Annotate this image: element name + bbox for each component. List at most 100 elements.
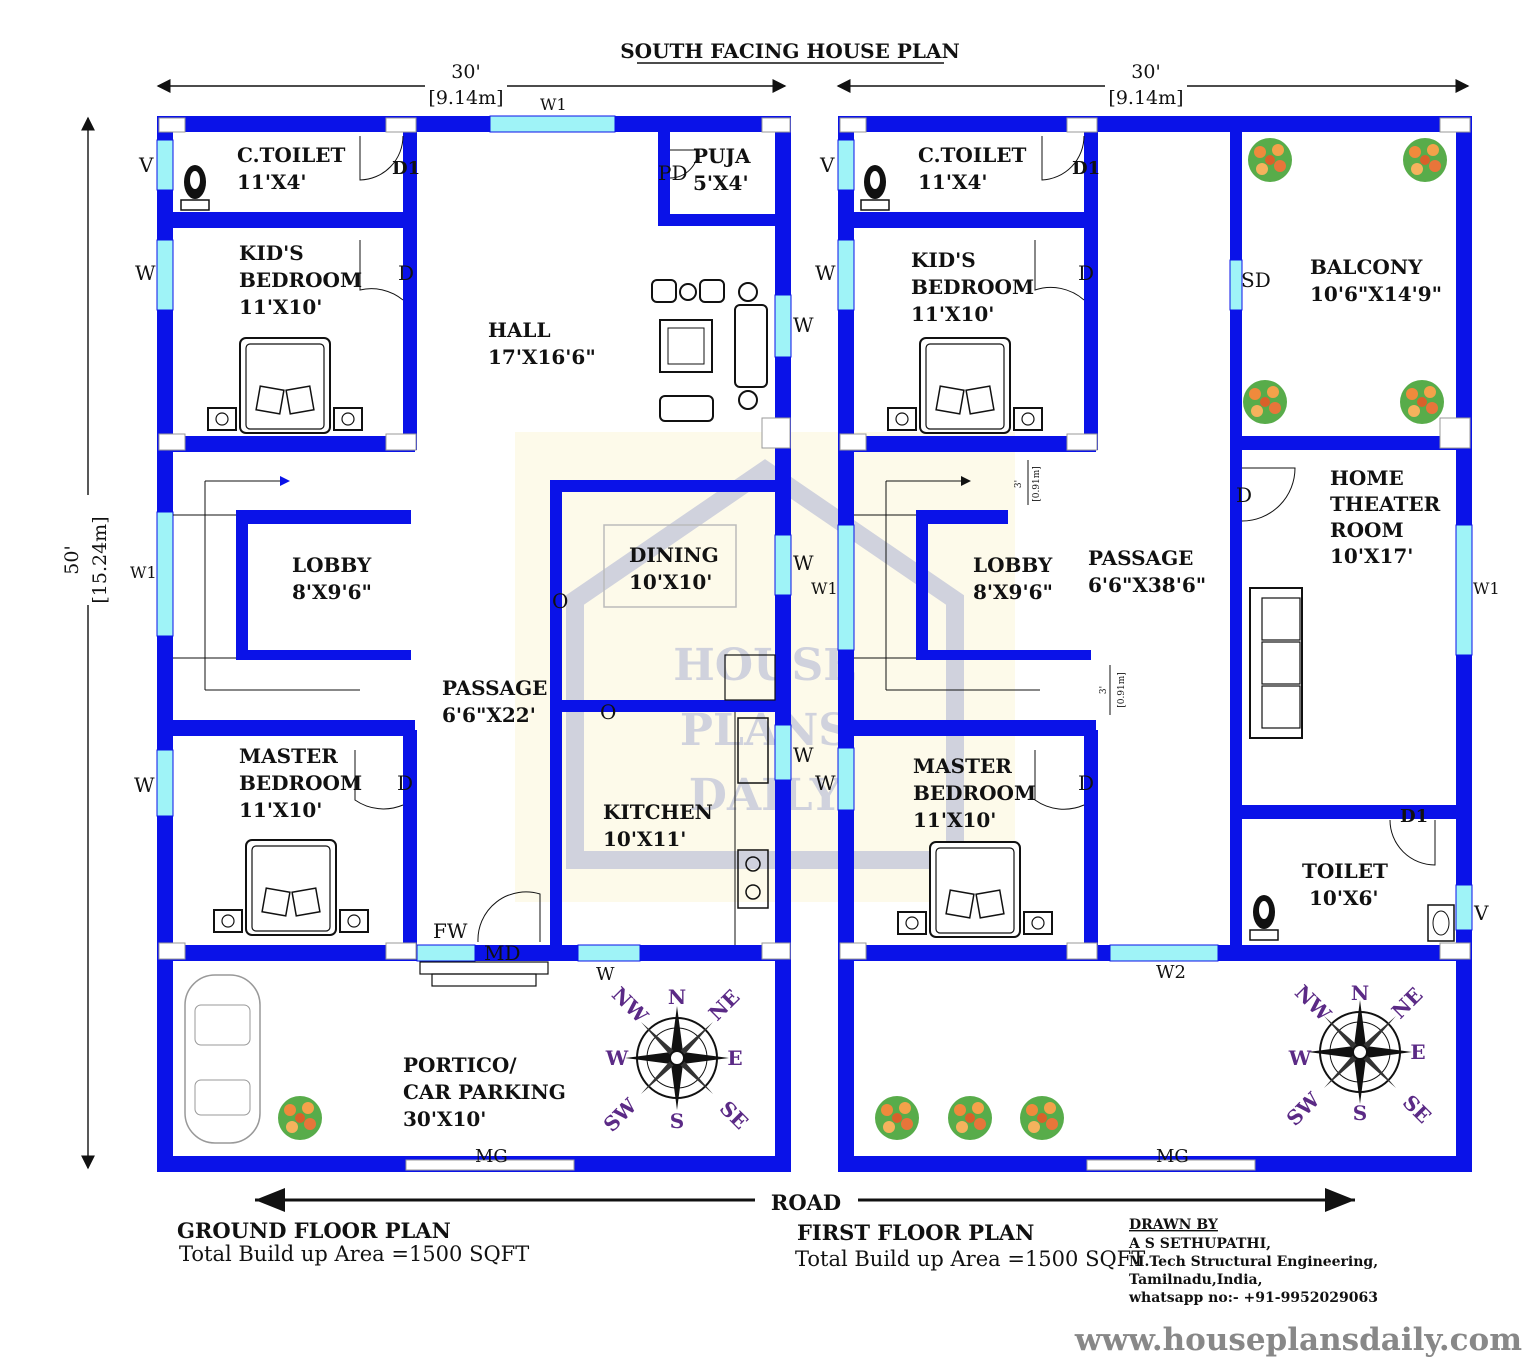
gf-kids-name2: BEDROOM: [239, 268, 362, 292]
gf-tag-fw: FW: [433, 919, 468, 943]
ff-tag-d-home: D: [1236, 483, 1252, 507]
gf-master-size: 11'X10': [239, 798, 322, 822]
ff-tag-d1: D1: [1072, 158, 1100, 179]
ff-home-name3: ROOM: [1330, 518, 1404, 542]
ff-master-name2: BEDROOM: [913, 781, 1036, 805]
compass2-ne: NE: [1387, 983, 1428, 1024]
compass2-sw: SW: [1282, 1087, 1325, 1130]
ff-tag-w2: W2: [1156, 962, 1186, 983]
ff-home-size: 10'X17': [1330, 544, 1413, 568]
compass2-w: W: [1288, 1046, 1312, 1070]
compass-sw: SW: [599, 1093, 642, 1136]
first-floor-plan: 3' [0.91m] 3' [0.91m]: [837, 116, 1473, 1172]
first-floor-area: Total Build up Area =1500 SQFT: [795, 1247, 1145, 1271]
page-title: SOUTH FACING HOUSE PLAN: [620, 39, 960, 63]
ff-passage-name: PASSAGE: [1088, 546, 1193, 570]
gf-dining-size: 10'X10': [629, 570, 712, 594]
ff-kids-size: 11'X10': [911, 302, 994, 326]
ff-passage-size: 6'6"X38'6": [1088, 573, 1206, 597]
compass2-n: N: [1351, 981, 1369, 1005]
ground-staircase: [173, 476, 360, 691]
gf-ctoilet-name: C.TOILET: [237, 143, 345, 167]
gf-lobby-size: 8'X9'6": [292, 580, 372, 604]
ground-floor-plan: [156, 115, 792, 1172]
depth-ft: 50': [61, 545, 83, 574]
gf-ctoilet-size: 11'X4': [237, 170, 307, 194]
gf-tag-w1-top: W1: [540, 95, 567, 114]
gf-portico-name1: PORTICO/: [403, 1053, 517, 1077]
gf-tag-w-kitchen: W: [793, 743, 814, 767]
compass-first: N S E W NE NW SE SW: [1282, 980, 1436, 1130]
compass-w: W: [605, 1046, 629, 1070]
website-url: www.houseplansdaily.com: [1074, 1322, 1522, 1358]
first-width-ft: 30': [1131, 61, 1160, 83]
credit-phone: whatsapp no:- +91-9952029063: [1128, 1290, 1378, 1306]
gf-tag-md: MD: [484, 941, 521, 965]
watermark-line-3: DAILY: [689, 770, 842, 821]
gf-tag-w1-left: W1: [130, 563, 157, 582]
credit-name: A S SETHUPATHI,: [1128, 1236, 1271, 1252]
credit-qual: M.Tech Structural Engineering,: [1129, 1254, 1378, 1270]
ff-toilet-name: TOILET: [1302, 859, 1388, 883]
gf-puja-size: 5'X4': [693, 171, 749, 195]
first-room-labels: C.TOILET 11'X4' KID'S BEDROOM 11'X10' BA…: [911, 143, 1442, 910]
gf-tag-d-master: D: [397, 771, 413, 795]
ff-kids-name2: BEDROOM: [911, 275, 1034, 299]
ff-stair-dim1: 3': [1014, 480, 1024, 488]
compass-nw: NW: [607, 982, 653, 1028]
ff-tag-w1-left: W1: [811, 579, 838, 598]
credit-drawn-by: DRAWN BY: [1129, 1217, 1219, 1233]
depth-m: [15.24m]: [89, 516, 111, 603]
compass-n: N: [668, 985, 686, 1009]
compass-e: E: [727, 1046, 742, 1070]
compass2-s: S: [1353, 1101, 1367, 1125]
gf-lobby-name: LOBBY: [292, 553, 372, 577]
compass-se: SE: [715, 1096, 753, 1134]
gf-portico-name2: CAR PARKING: [403, 1080, 566, 1104]
ff-stair-dim1m: [0.91m]: [1032, 466, 1042, 502]
gf-kitchen-name: KITCHEN: [603, 800, 713, 824]
gf-puja-name: PUJA: [693, 144, 751, 168]
ff-tag-d-master: D: [1078, 771, 1094, 795]
ff-stair-dim2: 3': [1099, 686, 1109, 694]
compass-s: S: [670, 1109, 684, 1133]
ff-tag-d1-toilet: D1: [1400, 806, 1428, 827]
gf-tag-mg: MG: [475, 1146, 508, 1167]
ff-tag-sd: SD: [1241, 268, 1271, 292]
ground-room-labels: C.TOILET 11'X4' KID'S BEDROOM 11'X10' HA…: [237, 143, 751, 1131]
road-label: ROAD: [771, 1190, 841, 1215]
gf-hall-name: HALL: [488, 318, 551, 342]
ground-width-m: [9.14m]: [428, 87, 503, 109]
compass-ground: N S E W NE NW SE SW: [599, 982, 753, 1136]
credit-block: DRAWN BY A S SETHUPATHI, M.Tech Structur…: [1128, 1217, 1378, 1306]
ff-balcony-name: BALCONY: [1310, 255, 1423, 279]
gf-tag-w-kids: W: [135, 261, 156, 285]
ff-tag-d-kids: D: [1078, 261, 1094, 285]
gf-dining-name: DINING: [629, 543, 719, 567]
gf-portico-size: 30'X10': [403, 1107, 486, 1131]
gf-kids-size: 11'X10': [239, 295, 322, 319]
ff-tag-v: V: [819, 153, 835, 177]
ff-balcony-size: 10'6"X14'9": [1310, 282, 1442, 306]
gf-passage-name: PASSAGE: [442, 676, 547, 700]
ff-tag-v-toilet: V: [1473, 901, 1489, 925]
gf-tag-o-kitchen: O: [600, 700, 616, 724]
gf-master-name2: BEDROOM: [239, 771, 362, 795]
ff-lobby-name: LOBBY: [973, 553, 1053, 577]
gf-tag-o-dining: O: [552, 589, 568, 613]
ground-opening-tags: W1 V W W1 W D1 D PD W W O O W D FW MD W …: [130, 95, 814, 1167]
ground-floor-area: Total Build up Area =1500 SQFT: [179, 1242, 529, 1266]
first-floor-caption: FIRST FLOOR PLAN: [797, 1220, 1034, 1245]
ff-ctoilet-size: 11'X4': [918, 170, 988, 194]
ff-home-name1: HOME: [1330, 466, 1404, 490]
watermark-line-2: PLANS: [680, 705, 850, 756]
ff-tag-w-master: W: [815, 771, 836, 795]
gf-tag-w-hall: W: [793, 313, 814, 337]
gf-kids-name1: KID'S: [239, 241, 304, 265]
ff-master-name1: MASTER: [913, 754, 1012, 778]
compass2-se: SE: [1398, 1090, 1436, 1128]
gf-tag-v: V: [138, 153, 154, 177]
gf-tag-w-dining: W: [793, 551, 814, 575]
gf-passage-size: 6'6"X22': [442, 703, 536, 727]
